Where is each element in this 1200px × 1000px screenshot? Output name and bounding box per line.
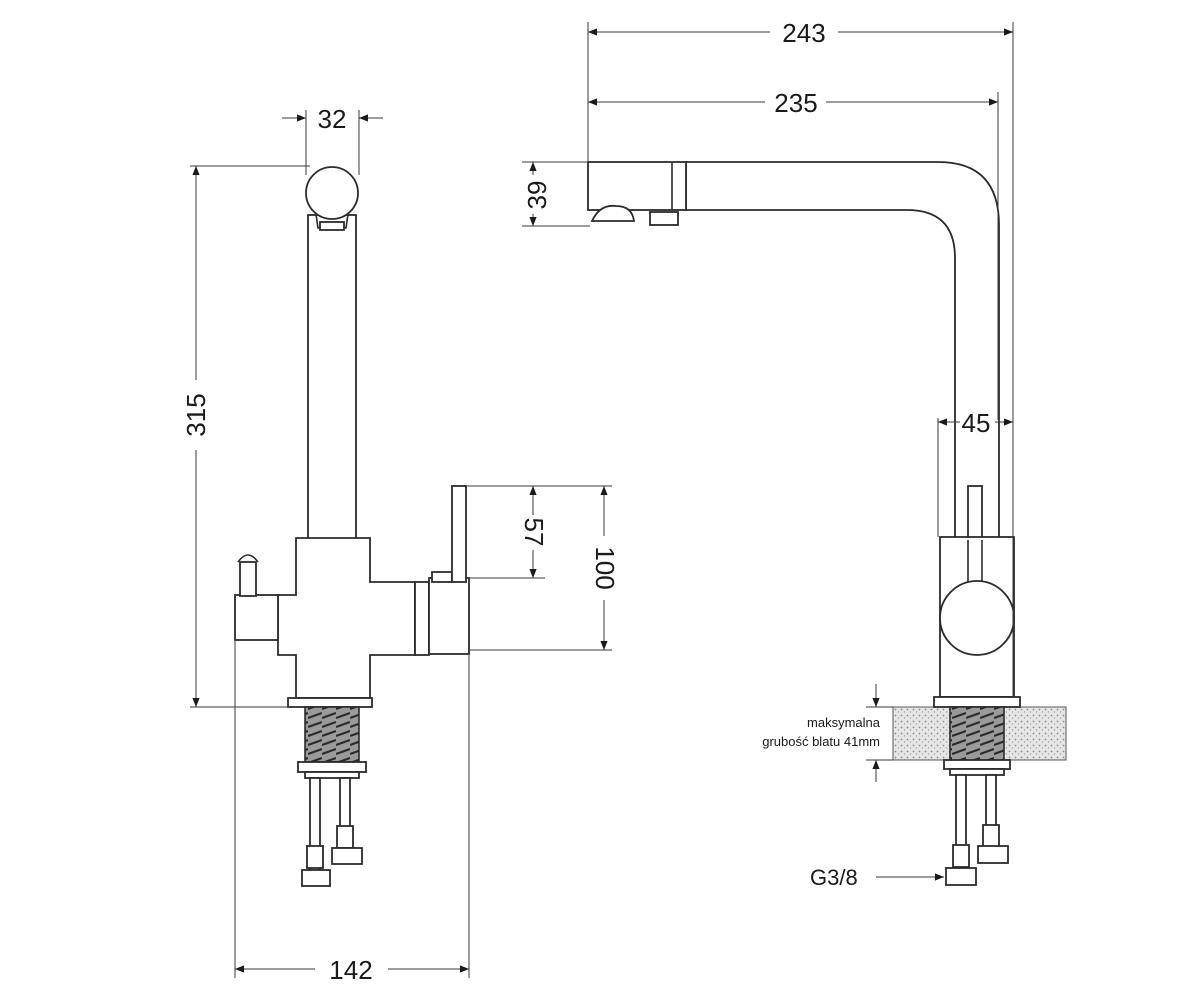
hose-fitting-right bbox=[331, 847, 363, 865]
front-view-dimensions: 243 235 39 45 maksymalna grubość blatu 4… bbox=[522, 18, 1014, 890]
countertop-note-line1: maksymalna bbox=[807, 715, 881, 730]
connection-label: G3/8 bbox=[810, 865, 858, 890]
spout bbox=[685, 161, 1000, 541]
countertop-note-line2: grubość blatu 41mm bbox=[762, 734, 880, 749]
dim-total-reach: 243 bbox=[782, 18, 825, 48]
faucet-body bbox=[277, 537, 416, 699]
side-view-dimensions: 32 315 57 100 142 bbox=[181, 104, 620, 985]
vertical-tube bbox=[307, 214, 357, 541]
side-view bbox=[234, 166, 470, 887]
threaded-shank bbox=[304, 706, 360, 763]
front-hose-fitting bbox=[945, 867, 977, 886]
dim-total-height: 315 bbox=[181, 393, 211, 436]
spout-head bbox=[305, 166, 359, 220]
dim-head-width: 32 bbox=[318, 104, 347, 134]
dim-lever-height: 57 bbox=[519, 518, 549, 547]
dim-base-width: 142 bbox=[329, 955, 372, 985]
front-knob bbox=[939, 580, 1015, 656]
dim-spout-reach: 235 bbox=[774, 88, 817, 118]
spout-head-block bbox=[587, 161, 687, 211]
dim-body-width: 45 bbox=[962, 408, 991, 438]
lever-handle bbox=[451, 485, 467, 583]
dim-spout-height: 39 bbox=[522, 181, 552, 210]
base-ring bbox=[287, 697, 373, 708]
dim-lever-offset: 100 bbox=[590, 546, 620, 589]
front-view bbox=[587, 161, 1067, 886]
left-knob bbox=[234, 594, 279, 641]
hose-fitting-left bbox=[301, 869, 331, 887]
right-knob bbox=[428, 577, 470, 655]
